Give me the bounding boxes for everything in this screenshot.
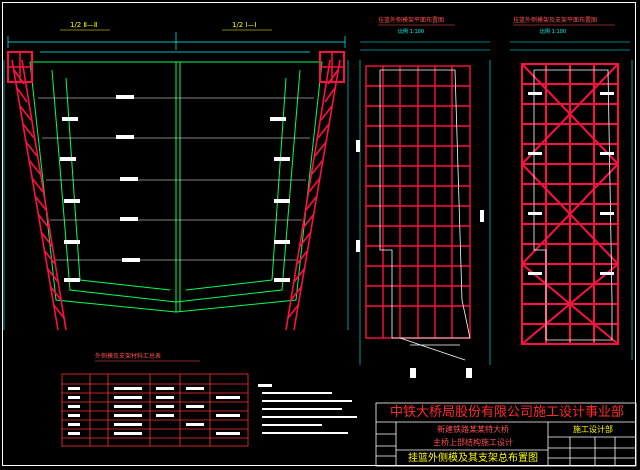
elevation-b-title: 挂篮外侧模架及支架平面布置图 (513, 16, 597, 24)
elevation-view-a: 挂篮外侧模架平面布置图 比例 1:100 (356, 16, 491, 378)
section-label-left: 1/2 Ⅱ—Ⅱ (70, 21, 97, 29)
cross-section-view: 1/2 Ⅱ—Ⅱ 1/2 Ⅰ—Ⅰ (3, 21, 349, 331)
title-block-project: 新建铁路某某特大桥 (437, 425, 509, 434)
title-block (375, 402, 637, 467)
elevation-a-title: 挂篮外侧模架平面布置图 (378, 16, 444, 24)
title-block-department: 施工设计部 (573, 425, 613, 434)
section-label-right: 1/2 Ⅰ—Ⅰ (232, 21, 257, 29)
drawing-notes (258, 384, 357, 434)
title-block-company: 中铁大桥局股份有限公司施工设计事业部 (389, 405, 624, 420)
elevation-view-b: 挂篮外侧模架及支架平面布置图 比例 1:100 (510, 16, 633, 360)
elevation-b-scale: 比例 1:100 (540, 28, 566, 35)
title-block-drawing-title: 挂篮外侧模及其支架总布置图 (408, 453, 538, 464)
material-table: 外侧模及支架材料汇总表 (61, 352, 249, 447)
material-table-title: 外侧模及支架材料汇总表 (95, 352, 161, 360)
elevation-a-scale: 比例 1:100 (398, 28, 424, 35)
title-block-subtitle: 主桥上部结构施工设计 (433, 438, 513, 447)
